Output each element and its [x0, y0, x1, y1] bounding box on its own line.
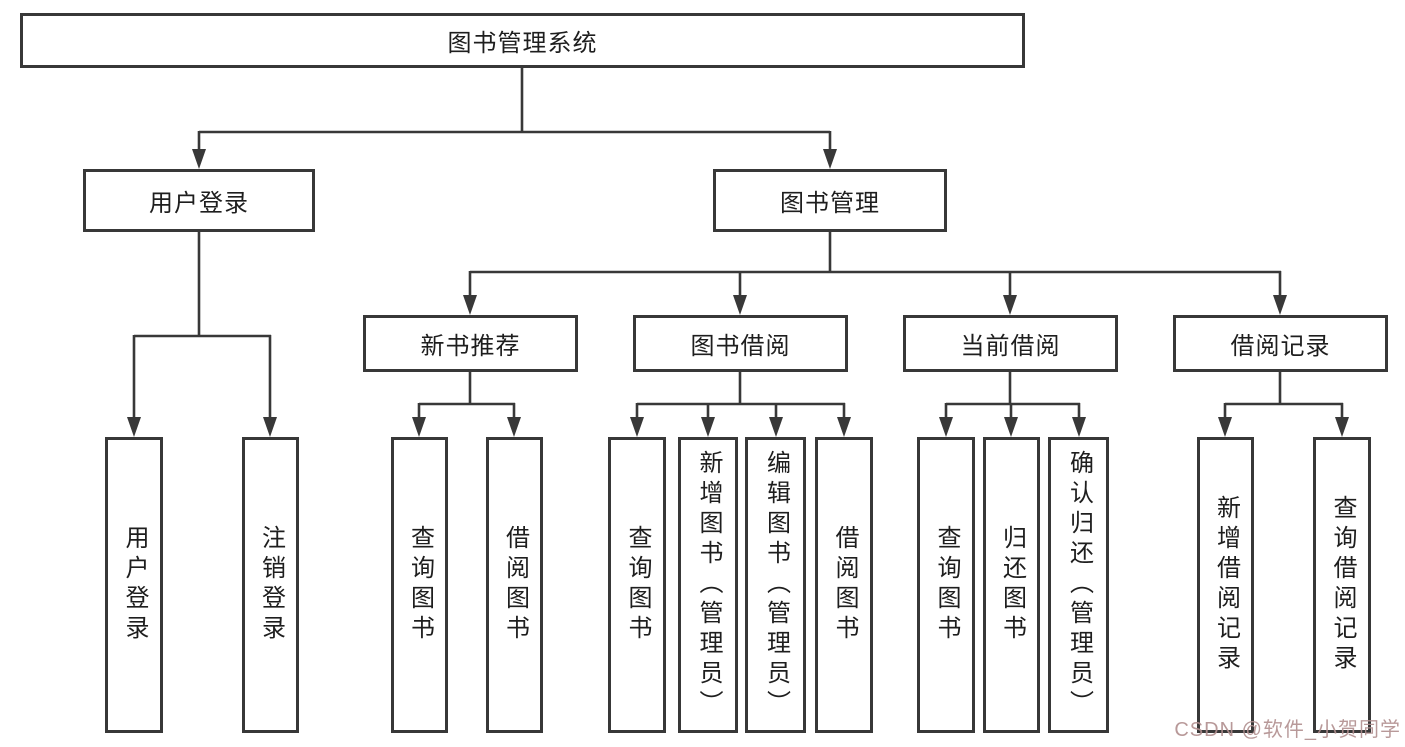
node-bb-borrow-books: 借阅图书: [815, 437, 873, 733]
node-logout: 注销登录: [242, 437, 299, 733]
node-label: 新增借阅记录: [1212, 495, 1240, 675]
node-nb-borrow-books: 借阅图书: [486, 437, 543, 733]
node-label: 借阅图书: [501, 525, 529, 645]
node-label: 查询图书: [933, 525, 960, 645]
node-label: 查询借阅记录: [1329, 495, 1356, 675]
node-cb-query-books: 查询图书: [917, 437, 975, 733]
node-nb-query-books: 查询图书: [391, 437, 448, 733]
node-label: 归还图书: [998, 525, 1026, 645]
node-label: 确认归还（管理员）: [1065, 450, 1093, 720]
node-new-book-recommendation: 新书推荐: [363, 315, 578, 372]
node-user-login-branch: 用户登录: [83, 169, 315, 232]
node-bb-add-books-admin: 新增图书（管理员）: [678, 437, 738, 733]
node-label: 查询图书: [406, 525, 434, 645]
node-bb-edit-books-admin: 编辑图书（管理员）: [745, 437, 806, 733]
node-cb-confirm-return-admin: 确认归还（管理员）: [1048, 437, 1109, 733]
node-br-add-record: 新增借阅记录: [1197, 437, 1254, 733]
node-label: 查询图书: [624, 525, 651, 645]
node-label: 借阅图书: [831, 525, 858, 645]
node-user-login: 用户登录: [105, 437, 163, 733]
node-label: 注销登录: [257, 525, 285, 645]
node-br-query-record: 查询借阅记录: [1313, 437, 1371, 733]
watermark: CSDN @软件_小贺同学: [1174, 719, 1401, 741]
node-label: 当前借阅: [960, 333, 1061, 360]
node-library-management-system: 图书管理系统: [20, 13, 1025, 68]
arrowheads: [127, 149, 1349, 437]
node-label: 用户登录: [149, 190, 249, 217]
node-label: 图书管理: [780, 190, 880, 217]
node-current-borrowing: 当前借阅: [903, 315, 1118, 372]
node-book-management-branch: 图书管理: [713, 169, 947, 232]
node-label: 新增图书（管理员）: [695, 450, 722, 720]
node-label: 用户登录: [121, 525, 148, 645]
node-book-borrowing: 图书借阅: [633, 315, 848, 372]
node-borrowing-records: 借阅记录: [1173, 315, 1388, 372]
node-bb-query-books: 查询图书: [608, 437, 666, 733]
node-label: 编辑图书（管理员）: [762, 450, 790, 720]
node-label: 图书借阅: [690, 333, 791, 360]
node-cb-return-books: 归还图书: [983, 437, 1040, 733]
node-label: 图书管理系统: [447, 30, 598, 57]
node-label: 借阅记录: [1230, 333, 1331, 360]
node-label: 新书推荐: [420, 333, 521, 360]
